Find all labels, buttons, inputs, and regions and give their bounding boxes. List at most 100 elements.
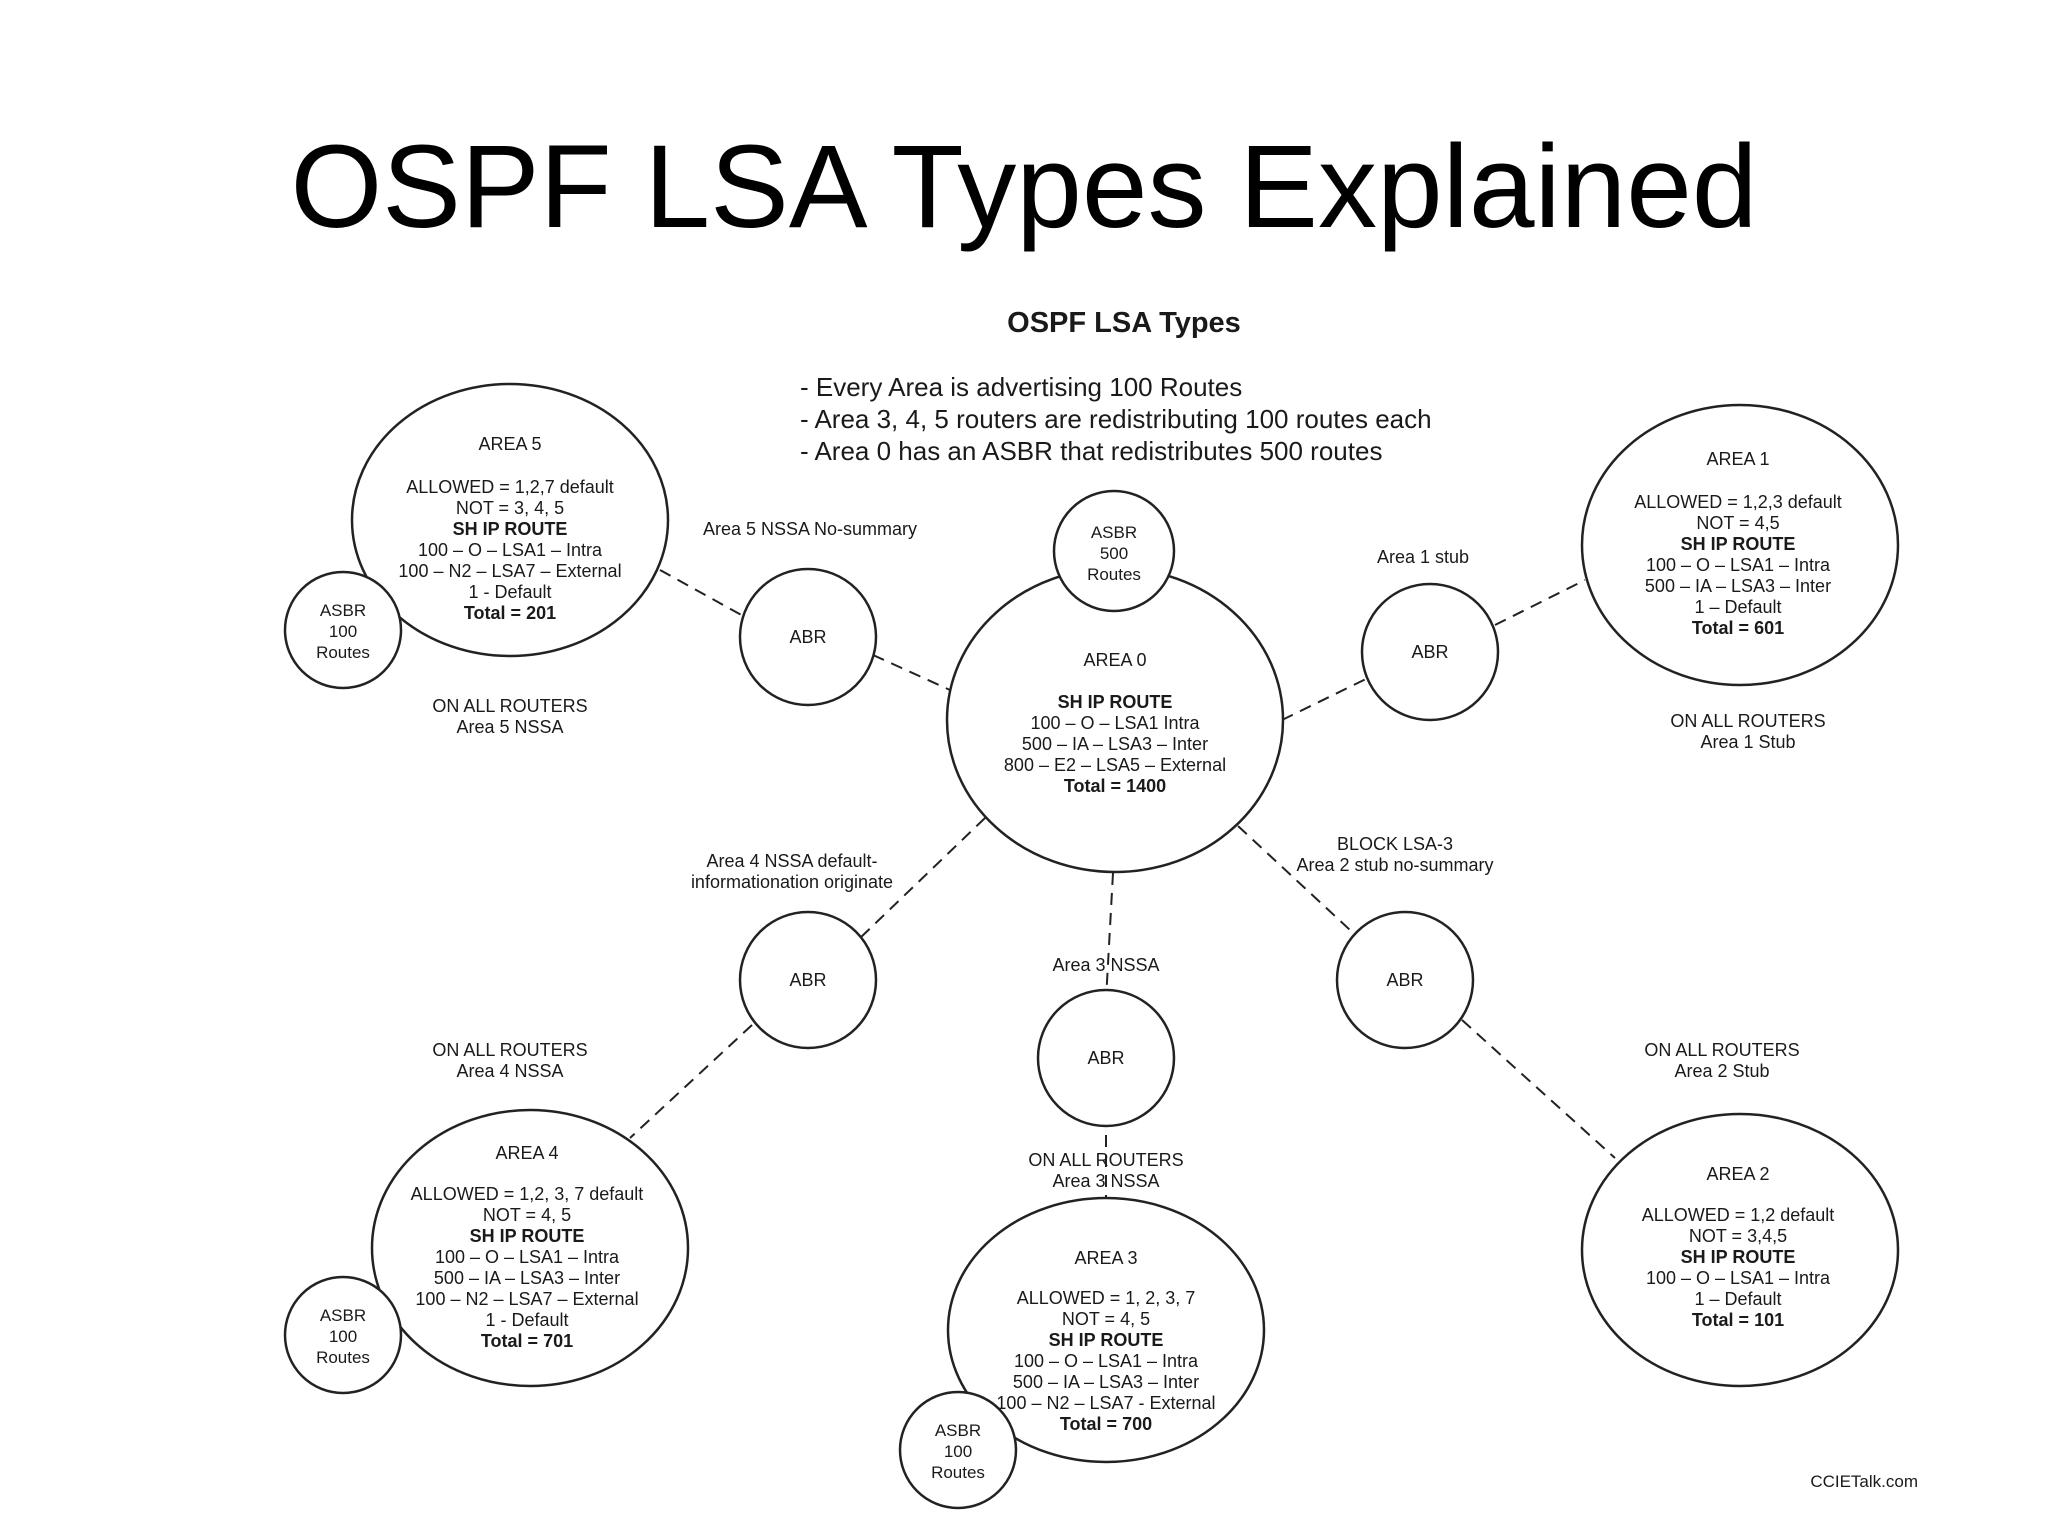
area1-line: 1 – Default: [1694, 597, 1781, 617]
area5-note: Area 5 NSSA: [456, 717, 563, 737]
area2-node: AREA 2 ALLOWED = 1,2 default NOT = 3,4,5…: [1580, 1112, 1900, 1388]
abr-area4-node: ABR: [738, 910, 878, 1050]
area1-node: AREA 1 ALLOWED = 1,2,3 default NOT = 4,5…: [1580, 403, 1900, 687]
abr-label: ABR: [789, 627, 826, 647]
abr-area3-node: ABR: [1036, 988, 1176, 1128]
area3-node: AREA 3 ALLOWED = 1, 2, 3, 7 NOT = 4, 5 S…: [946, 1196, 1266, 1464]
abr-area5-node: ABR: [738, 567, 878, 707]
area3-line: SH IP ROUTE: [1049, 1330, 1164, 1350]
link-area0-abr2: [1237, 825, 1351, 931]
area1-title: AREA 1: [1706, 449, 1769, 469]
area1-line: 100 – O – LSA1 – Intra: [1646, 555, 1831, 575]
area2-note: ON ALL ROUTERS: [1644, 1040, 1799, 1060]
area2-line: ALLOWED = 1,2 default: [1642, 1205, 1835, 1225]
area0-asbr-node: ASBR 500 Routes: [1052, 489, 1176, 613]
area5-note: ON ALL ROUTERS: [432, 696, 587, 716]
area4-line: 100 – N2 – LSA7 – External: [415, 1289, 638, 1309]
area4-line: 100 – O – LSA1 – Intra: [435, 1247, 620, 1267]
area2-line: SH IP ROUTE: [1681, 1247, 1796, 1267]
asbr-count: 500: [1100, 544, 1128, 563]
asbr-unit: Routes: [931, 1463, 985, 1482]
area3-total: Total = 700: [1060, 1414, 1152, 1434]
abr-label: ABR: [1411, 642, 1448, 662]
bullet-2: - Area 3, 4, 5 routers are redistributin…: [800, 404, 1432, 434]
link-abr5-area0: [872, 654, 951, 691]
area1-line: NOT = 4,5: [1696, 513, 1779, 533]
area5-line: ALLOWED = 1,2,7 default: [406, 477, 614, 497]
area5-line: SH IP ROUTE: [453, 519, 568, 539]
area4-line: 1 - Default: [485, 1310, 568, 1330]
abr-label: ABR: [1087, 1048, 1124, 1068]
area1-note: Area 1 Stub: [1700, 732, 1795, 752]
area4-total: Total = 701: [481, 1331, 573, 1351]
link-area5-abr5: [659, 569, 746, 618]
area3-line: 500 – IA – LSA3 – Inter: [1013, 1372, 1199, 1392]
asbr-unit: Routes: [316, 1348, 370, 1367]
area4-node: AREA 4 ALLOWED = 1,2, 3, 7 default NOT =…: [370, 1108, 690, 1388]
area1-line: SH IP ROUTE: [1681, 534, 1796, 554]
area1-note: ON ALL ROUTERS: [1670, 711, 1825, 731]
link-abr1-area1: [1494, 579, 1586, 626]
asbr-label: ASBR: [320, 601, 366, 620]
abr-label: ABR: [1386, 970, 1423, 990]
area5-line: 1 - Default: [468, 582, 551, 602]
area0-line: 800 – E2 – LSA5 – External: [1004, 755, 1226, 775]
link-area0-abr3: [1105, 872, 1114, 1001]
area3-note: ON ALL ROUTERS: [1028, 1150, 1183, 1170]
area3-line: NOT = 4, 5: [1062, 1309, 1150, 1329]
link-abr4-area4: [629, 1024, 753, 1139]
link-area0-abr4: [857, 817, 986, 941]
area2-link-label: Area 2 stub no-summary: [1296, 855, 1493, 875]
watermark: CCIETalk.com: [1810, 1472, 1918, 1491]
link-area0-abr1: [1281, 677, 1369, 721]
area2-line: 1 – Default: [1694, 1289, 1781, 1309]
area1-link-label: Area 1 stub: [1377, 547, 1469, 567]
area4-note: Area 4 NSSA: [456, 1061, 563, 1081]
area3-link-label: Area 3 NSSA: [1052, 955, 1159, 975]
area2-total: Total = 101: [1692, 1310, 1784, 1330]
abr-label: ABR: [789, 970, 826, 990]
bullet-1: - Every Area is advertising 100 Routes: [800, 372, 1242, 402]
area5-line: NOT = 3, 4, 5: [456, 498, 564, 518]
area2-link-label: BLOCK LSA-3: [1337, 834, 1453, 854]
area1-total: Total = 601: [1692, 618, 1784, 638]
area4-line: ALLOWED = 1,2, 3, 7 default: [411, 1184, 644, 1204]
asbr-label: ASBR: [1091, 523, 1137, 542]
asbr-count: 100: [944, 1442, 972, 1461]
area1-line: 500 – IA – LSA3 – Inter: [1645, 576, 1831, 596]
area5-title: AREA 5: [478, 434, 541, 454]
area4-title: AREA 4: [495, 1143, 558, 1163]
area4-line: 500 – IA – LSA3 – Inter: [434, 1268, 620, 1288]
area5-line: 100 – O – LSA1 – Intra: [418, 540, 603, 560]
area5-total: Total = 201: [464, 603, 556, 623]
link-abr2-area2: [1461, 1019, 1616, 1159]
area0-line: SH IP ROUTE: [1058, 692, 1173, 712]
area0-node: AREA 0 SH IP ROUTE 100 – O – LSA1 Intra …: [945, 566, 1285, 874]
area3-line: 100 – N2 – LSA7 - External: [996, 1393, 1215, 1413]
area2-line: 100 – O – LSA1 – Intra: [1646, 1268, 1831, 1288]
area4-link-label: Area 4 NSSA default-: [706, 851, 877, 871]
area3-line: ALLOWED = 1, 2, 3, 7: [1017, 1288, 1196, 1308]
area3-title: AREA 3: [1074, 1248, 1137, 1268]
area3-line: 100 – O – LSA1 – Intra: [1014, 1351, 1199, 1371]
area2-note: Area 2 Stub: [1674, 1061, 1769, 1081]
area3-note: Area 3 NSSA: [1052, 1171, 1159, 1191]
area0-line: 100 – O – LSA1 Intra: [1030, 713, 1200, 733]
asbr-unit: Routes: [1087, 565, 1141, 584]
asbr-label: ASBR: [935, 1421, 981, 1440]
area2-title: AREA 2: [1706, 1164, 1769, 1184]
area4-asbr-node: ASBR 100 Routes: [283, 1275, 403, 1395]
asbr-count: 100: [329, 622, 357, 641]
abr-area1-node: ABR: [1360, 582, 1500, 722]
area0-title: AREA 0: [1083, 650, 1146, 670]
area2-line: NOT = 3,4,5: [1689, 1226, 1787, 1246]
area5-asbr-node: ASBR 100 Routes: [283, 570, 403, 690]
area4-note: ON ALL ROUTERS: [432, 1040, 587, 1060]
asbr-unit: Routes: [316, 643, 370, 662]
diagram-heading: OSPF LSA Types: [1007, 307, 1241, 339]
area0-line: 500 – IA – LSA3 – Inter: [1022, 734, 1208, 754]
area3-asbr-node: ASBR 100 Routes: [898, 1390, 1018, 1510]
slide-title: OSPF LSA Types Explained: [290, 121, 1758, 253]
area0-total: Total = 1400: [1064, 776, 1166, 796]
